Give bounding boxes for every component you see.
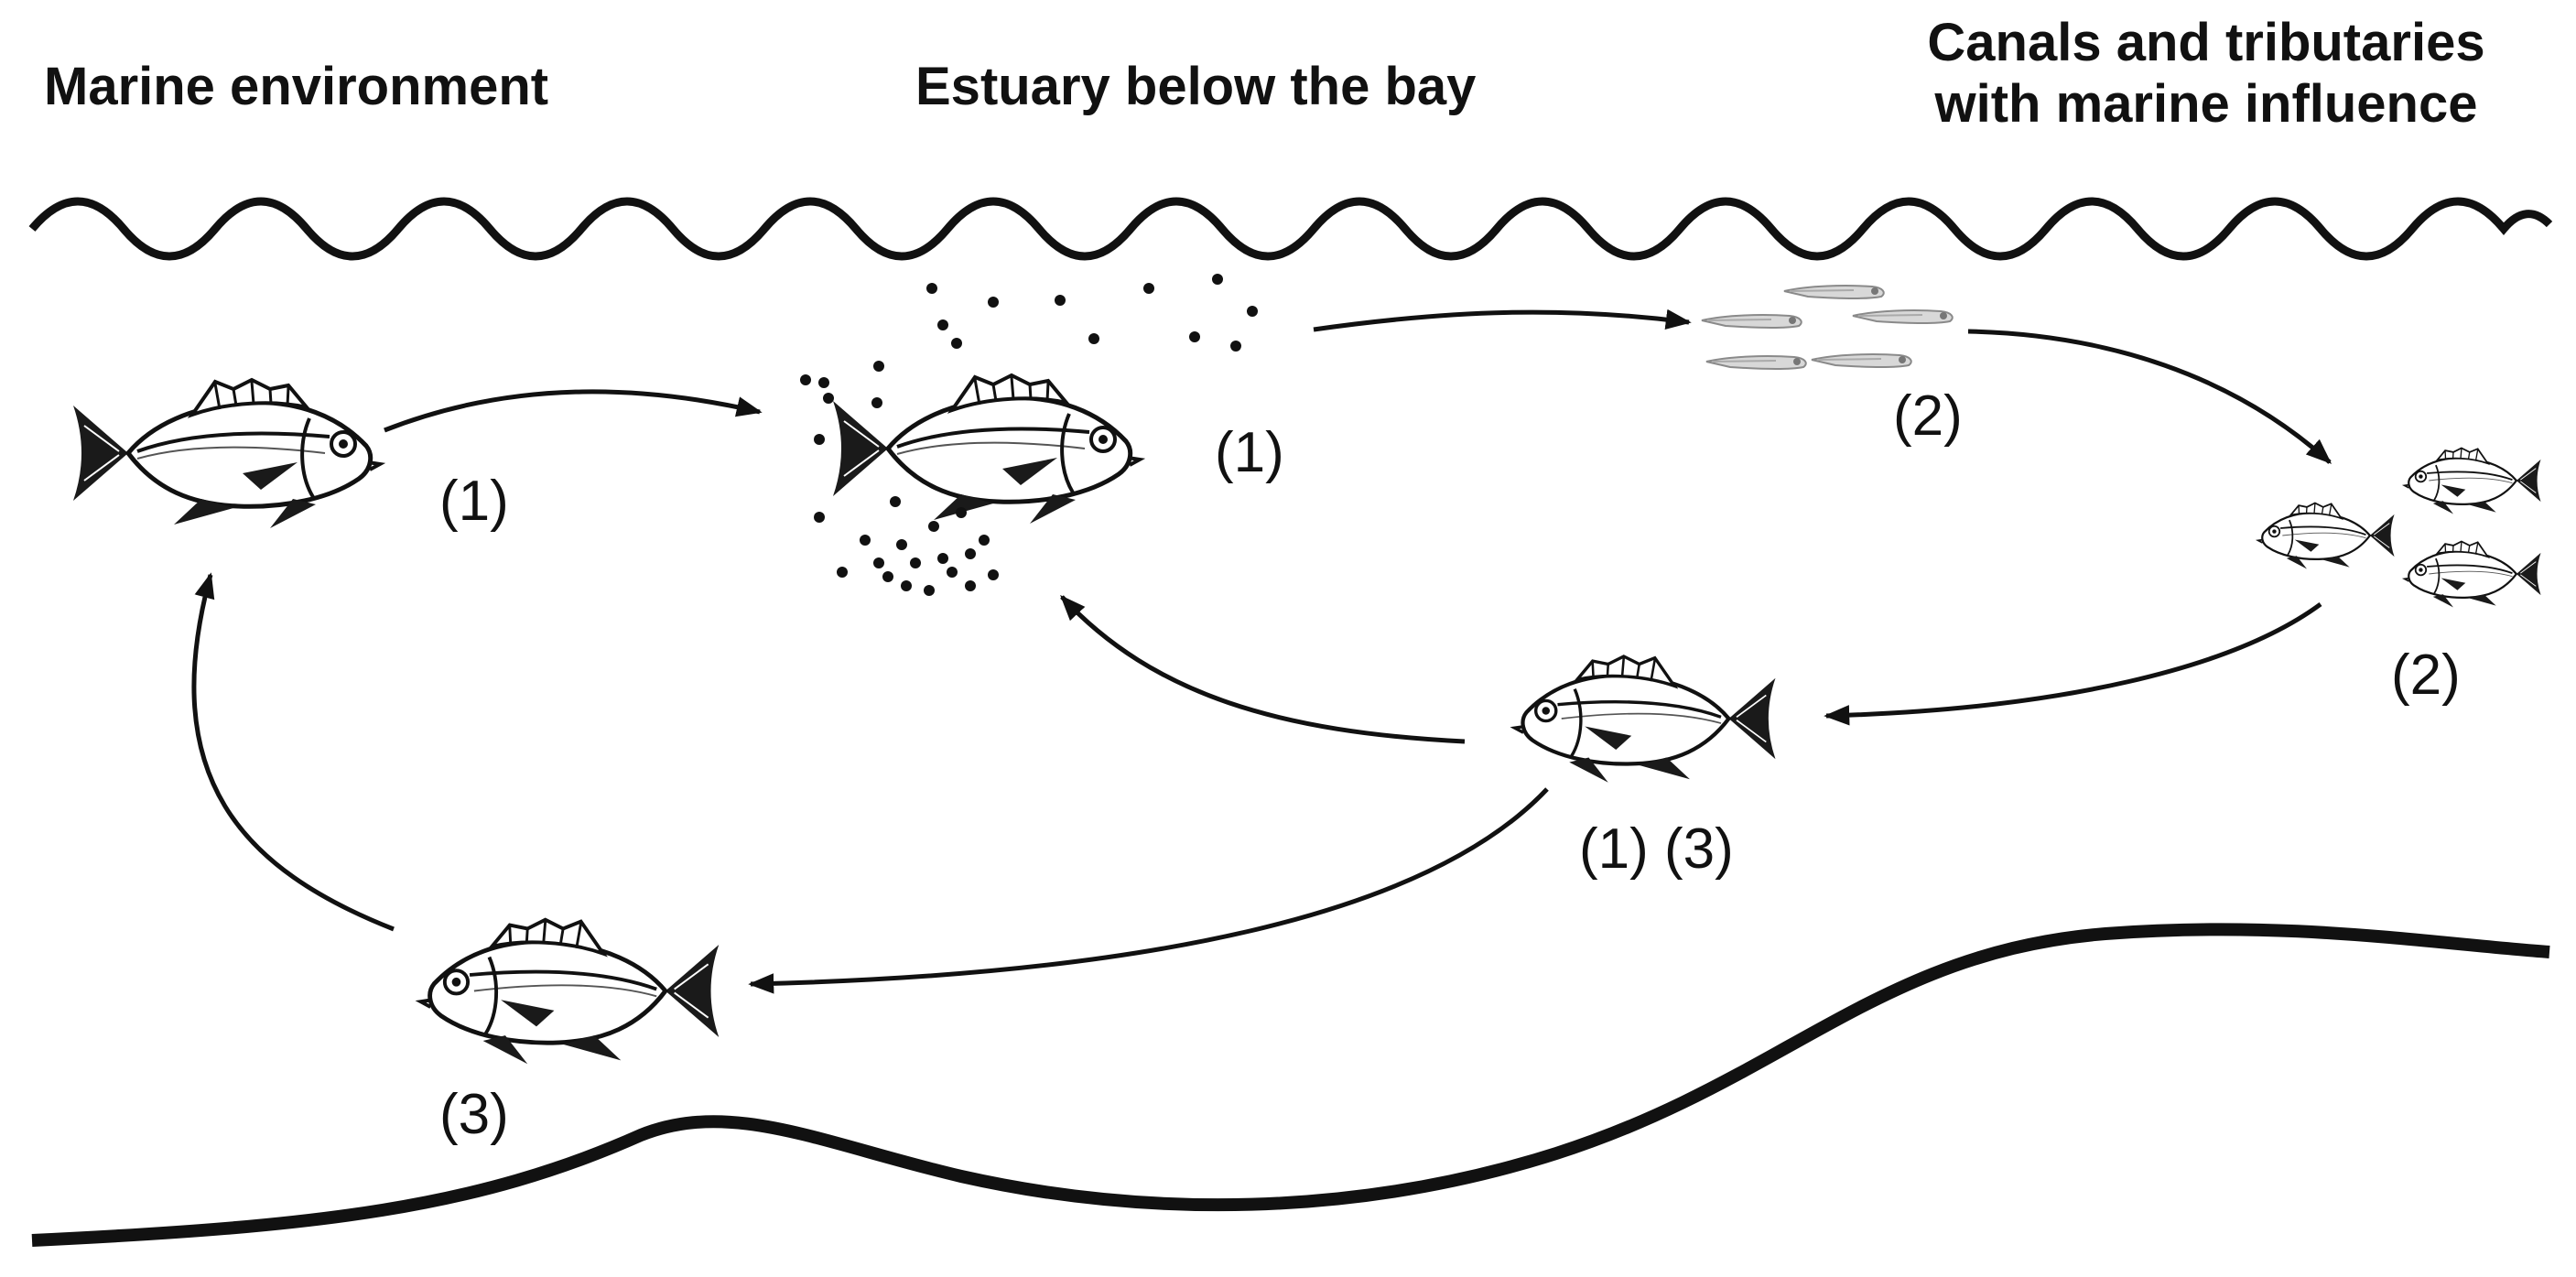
heading-canals-line2: with marine influence: [1934, 73, 2478, 134]
larva-icon: [1852, 309, 1954, 324]
arrow-icon-subadult-to-returning: [748, 787, 1549, 994]
fish-icon-returning-adult: [421, 920, 720, 1064]
larva-icon-group: [1701, 285, 1954, 370]
heading-canals-tributaries: Canals and tributaries with marine influ…: [1867, 13, 2545, 135]
migration-arrows: [191, 308, 2332, 994]
heading-canals-line1: Canals and tributaries: [1927, 13, 2485, 72]
larva-icon: [1811, 353, 1912, 368]
fish-icon-spawning-adult: [833, 375, 1140, 524]
arrow-icon-marine-to-estuary: [384, 389, 763, 433]
arrow-icon-subadult-to-estuary: [1060, 594, 1466, 744]
egg-dots-icon: [800, 274, 1258, 596]
label-subadult: (1) (3): [1579, 817, 1734, 881]
label-larvae: (2): [1893, 384, 1963, 448]
larva-icon: [1705, 355, 1807, 370]
fish-icon-adult-marine: [73, 380, 380, 528]
label-returning-adult: (3): [439, 1083, 509, 1146]
seabed-line: [31, 923, 2550, 1247]
label-adult-spawning: (1): [1215, 421, 1284, 484]
arrow-icon-returning-to-marine: [191, 572, 395, 932]
heading-estuary: Estuary below the bay: [915, 57, 1477, 116]
juvenile-fish-group: [2257, 447, 2542, 609]
fish-icon-subadult: [1515, 656, 1776, 783]
fish-icon-juvenile: [2403, 540, 2542, 609]
water-surface-wave: [28, 197, 2553, 261]
arrow-icon-larvae-to-juveniles: [1967, 329, 2332, 464]
larva-icon: [1783, 285, 1885, 299]
label-adult-marine: (1): [439, 470, 509, 533]
heading-marine-environment: Marine environment: [44, 57, 549, 116]
arrow-icon-juveniles-to-subadult: [1824, 601, 2322, 726]
arrow-icon-eggs-to-larvae: [1313, 308, 1692, 332]
label-juveniles: (2): [2391, 644, 2461, 707]
fish-icon-juvenile: [2403, 447, 2542, 515]
fish-icon-juvenile: [2257, 502, 2396, 570]
larva-icon: [1701, 314, 1802, 329]
